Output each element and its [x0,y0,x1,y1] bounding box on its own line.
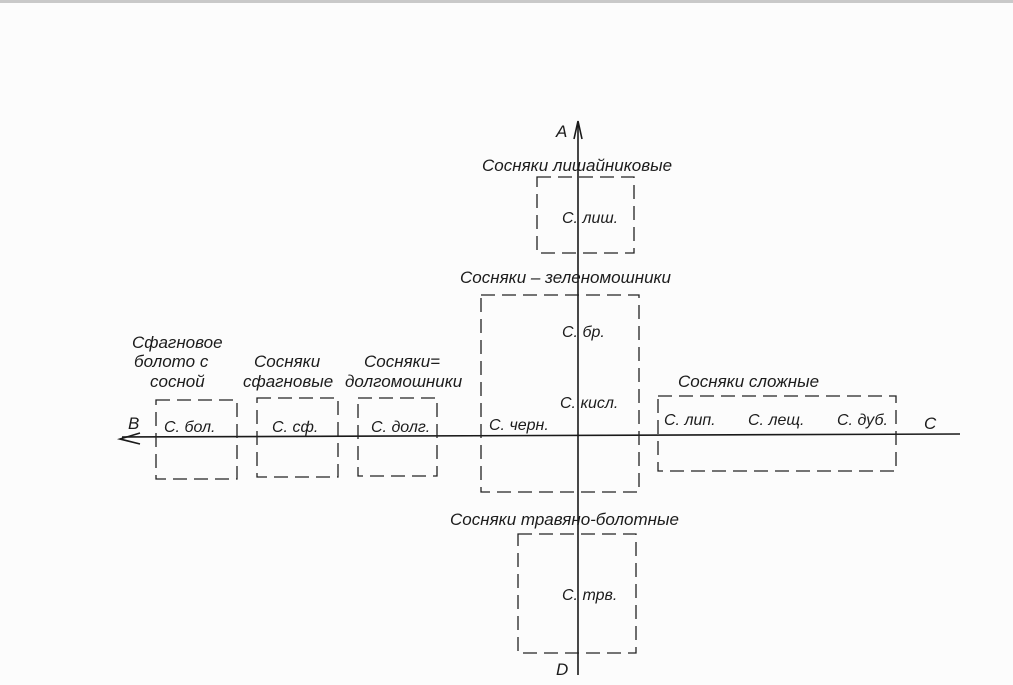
type-label: С. трв. [562,587,617,604]
type-label: С. дуб. [837,412,888,429]
group-box [536,176,635,254]
group-box [256,397,339,478]
group-title: болото с [134,352,209,371]
type-label: С. бр. [562,324,605,341]
group-title: Сосняки [254,352,321,371]
type-label: С. долг. [371,419,430,436]
group-box [155,399,238,480]
type-label: С. лиш. [562,210,618,227]
group-complex: Сосняки сложные С. лип. С. лещ. С. дуб. [657,372,897,472]
arrow-up-icon [573,120,583,140]
axis-label-a: A [555,122,567,141]
diagram-canvas: A B C D Сосняки лишайниковые С. лиш. Сос… [116,120,961,679]
group-box [480,294,640,493]
group-title: Сосняки травяно-болотные [450,510,679,529]
group-lichen: Сосняки лишайниковые С. лиш. [482,156,672,254]
type-label: С. лещ. [748,412,804,429]
group-box [517,533,637,654]
group-long-moss: Сосняки= долгомошники С. долг. [345,352,463,477]
group-green-moss: Сосняки – зеленомошники С. бр. С. кисл. … [460,268,672,493]
axis-label-d: D [556,660,568,679]
type-label: С. лип. [664,412,716,429]
type-label: С. кисл. [560,395,618,412]
group-title: Сосняки – зеленомошники [460,268,672,287]
group-title: Сосняки сложные [678,372,819,391]
group-grass-bog: Сосняки травяно-болотные С. трв. [450,510,679,654]
group-title: Сосняки= [364,352,440,371]
vertical-axis [573,120,583,675]
type-label: С. сф. [272,419,318,436]
type-label: С. черн. [489,417,549,434]
group-box [357,397,438,477]
group-title: сфагновые [243,372,333,391]
arrow-left-icon [116,432,141,445]
group-bog: Сфагновое болото с сосной С. бол. [132,333,238,480]
group-sphagnum: Сосняки сфагновые С. сф. [243,352,339,478]
axis-label-c: C [924,414,937,433]
group-box [657,395,897,472]
group-title: Сосняки лишайниковые [482,156,672,175]
group-title: Сфагновое [132,333,223,352]
type-label: С. бол. [164,419,215,436]
group-title: сосной [150,372,205,391]
group-title: долгомошники [345,372,463,391]
axis-label-b: B [128,414,139,433]
horizontal-axis [116,432,961,445]
